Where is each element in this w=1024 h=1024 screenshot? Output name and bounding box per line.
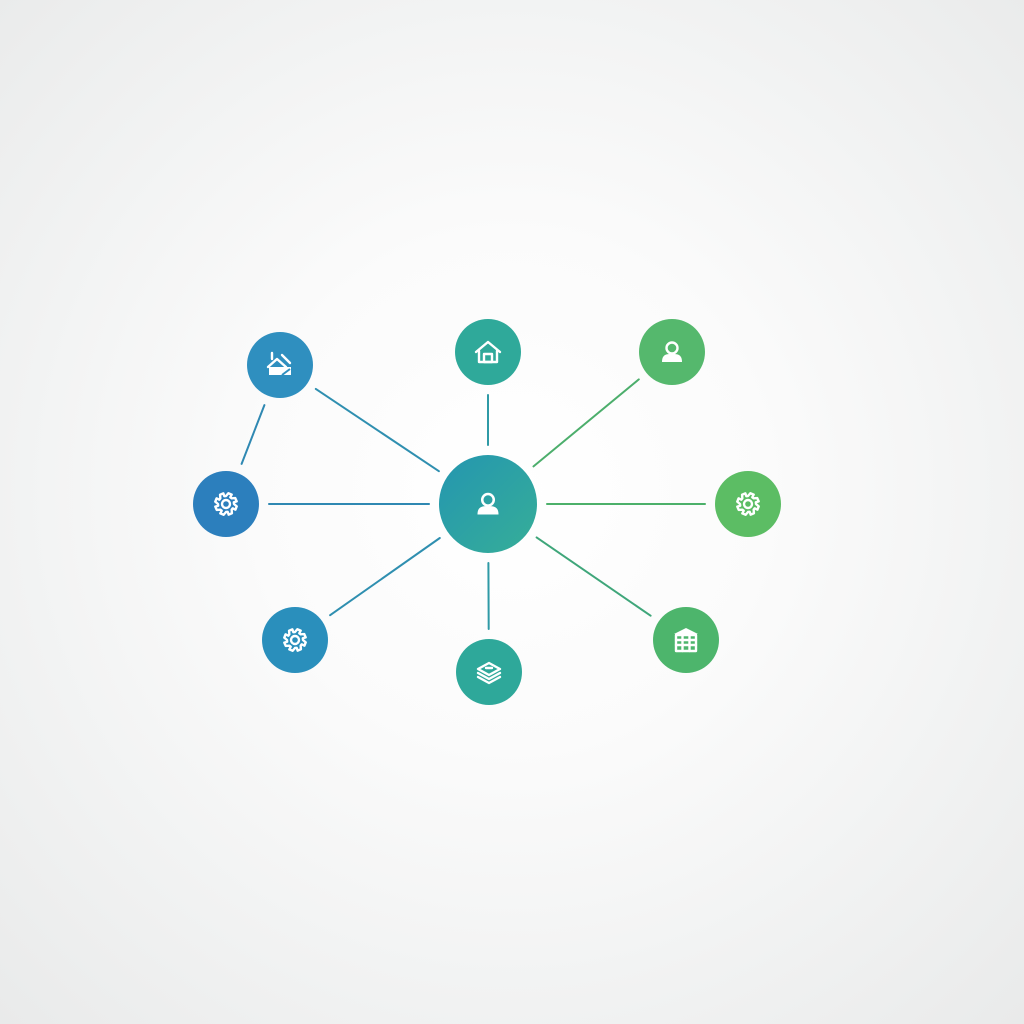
connection-lines [240,378,706,630]
node-circle [439,455,537,553]
node-left[interactable] [193,471,259,537]
house-tools-icon [266,351,292,376]
node-top-right[interactable] [639,319,705,385]
user-icon [477,492,499,515]
edge-hub-to-n-top-right [532,378,640,468]
node-top[interactable] [455,319,521,385]
hub-node[interactable] [439,455,537,553]
node-right[interactable] [715,471,781,537]
node-top-left[interactable] [247,332,313,398]
edge-hub-to-n-top-left [314,387,440,473]
node-bottom[interactable] [456,639,522,705]
house-icon [474,340,502,364]
gear-icon [283,628,307,652]
node-circle [456,639,522,705]
user-icon [662,341,682,362]
node-circle [247,332,313,398]
edge-n-top-left-to-n-left [240,404,266,465]
node-circle [639,319,705,385]
layers-icon [476,661,502,685]
building-icon [674,628,698,653]
edge-hub-to-n-bottom-right [535,536,652,617]
node-circle [715,471,781,537]
edge-hub-to-n-bottom-left [329,537,441,617]
gear-icon [214,492,238,516]
node-bottom-left[interactable] [262,607,328,673]
gear-icon [736,492,760,516]
node-circle [193,471,259,537]
node-circle [262,607,328,673]
node-circle [455,319,521,385]
node-bottom-right[interactable] [653,607,719,673]
network-nodes [193,319,781,705]
